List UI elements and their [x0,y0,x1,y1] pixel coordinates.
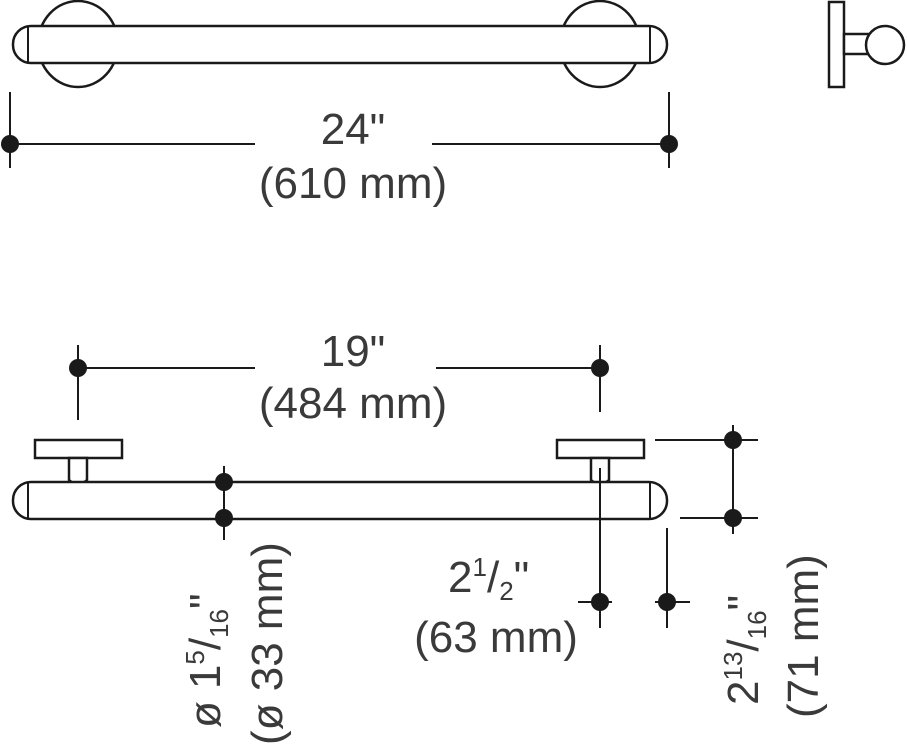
overall-dim-dot-right [660,135,678,153]
depth-imperial: 213/16" [718,595,772,705]
depth-metric: (71 mm) [779,554,828,718]
bar-section-side [864,24,906,66]
mount-spacing-imperial: 19" [321,327,386,376]
left-standoff-front [67,456,89,486]
overall-dim-dot-left [1,135,19,153]
right-flange-front [555,438,646,460]
overall-length-imperial: 24" [321,105,386,154]
projection-dot [591,593,609,611]
mount-spacing-metric: (484 mm) [259,379,447,428]
spacing-dim-dot-left [69,359,87,377]
grab-bar-top [11,24,669,65]
depth-dot-bottom [724,509,742,527]
top-view: 24" (610 mm) [1,0,678,208]
left-flange-front [33,438,124,460]
side-view [827,0,906,89]
projection-imperial: 21/2" [448,552,529,606]
depth-dot-top [724,431,742,449]
depth-ref-dot [658,593,676,611]
grab-bar-front [11,480,669,521]
diameter-dot-top [215,473,233,491]
diameter-dot-bottom [215,509,233,527]
diameter-metric: (ø 33 mm) [243,542,292,745]
diameter-imperial: ø15/16" [180,593,234,728]
spacing-dim-dot-right [591,359,609,377]
wall-plate-side [827,0,846,89]
front-view: 19" (484 mm) 21/2" (63 mm) [11,327,828,745]
projection-metric: (63 mm) [414,613,578,662]
overall-length-metric: (610 mm) [259,159,447,208]
